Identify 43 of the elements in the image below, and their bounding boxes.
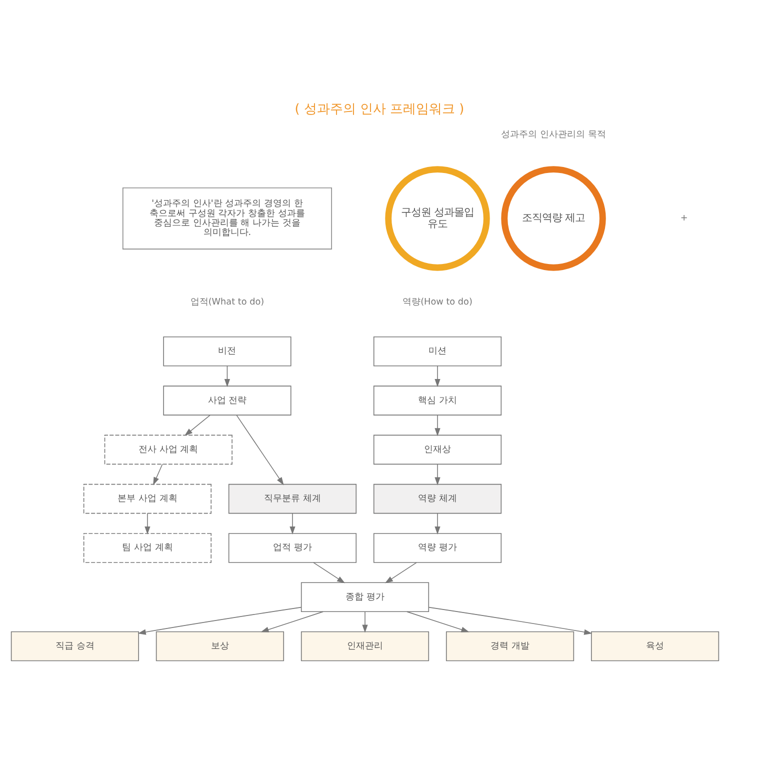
node-box: 핵심 가치: [373, 385, 502, 415]
node-box: '성과주의 인사'란 성과주의 경영의 한 축으로써 구성원 각자가 창출한 성과를 중심으로 인사관리를 해 나가는 것을 의미합니다.: [122, 186, 332, 249]
arrow: [434, 512, 440, 534]
node-box: 육성: [590, 630, 720, 661]
label: 성과주의 인사관리의 목적: [501, 129, 606, 140]
diagram-title: ( 성과주의 인사 프레임워크 ): [294, 101, 464, 116]
label: 업적(What to do): [190, 297, 264, 308]
label: +: [680, 213, 688, 224]
node-box: 비전: [163, 336, 292, 366]
arrow: [428, 606, 592, 634]
node-box: 사업 전략: [163, 385, 292, 415]
arrow: [434, 414, 440, 436]
arrow: [434, 463, 440, 485]
node-box: 역량 체계: [373, 483, 502, 514]
node-box: 경력 개발: [446, 630, 574, 661]
node-box: 전사 사업 계획: [104, 434, 232, 464]
arrow: [384, 562, 417, 583]
arrow: [236, 414, 284, 485]
node-box: 팀 사업 계획: [83, 532, 212, 562]
node-circle: 구성원 성과몰입 유도: [385, 166, 490, 270]
node-box: 보상: [156, 630, 284, 661]
arrow: [434, 365, 440, 387]
node-box: 인재관리: [300, 630, 430, 661]
arrow: [406, 610, 470, 632]
node-box: 직무분류 체계: [228, 483, 357, 514]
node-box: 인재상: [373, 434, 502, 464]
arrow: [224, 365, 230, 387]
arrow: [138, 606, 302, 634]
node-box: 직급 승격: [10, 630, 139, 661]
arrow: [362, 610, 368, 632]
arrow: [260, 610, 324, 632]
arrow: [290, 512, 296, 534]
node-box: 종합 평가: [300, 582, 430, 612]
node-box: 미션: [373, 336, 502, 366]
arrow: [184, 414, 211, 436]
arrow: [153, 463, 163, 485]
node-box: 역량 평가: [373, 532, 502, 562]
arrow: [313, 562, 346, 583]
node-box: 업적 평가: [228, 532, 357, 562]
node-box: 본부 사업 계획: [83, 483, 212, 514]
node-circle: 조직역량 제고: [501, 166, 606, 270]
arrow: [144, 512, 150, 534]
label: 역량(How to do): [402, 297, 472, 308]
